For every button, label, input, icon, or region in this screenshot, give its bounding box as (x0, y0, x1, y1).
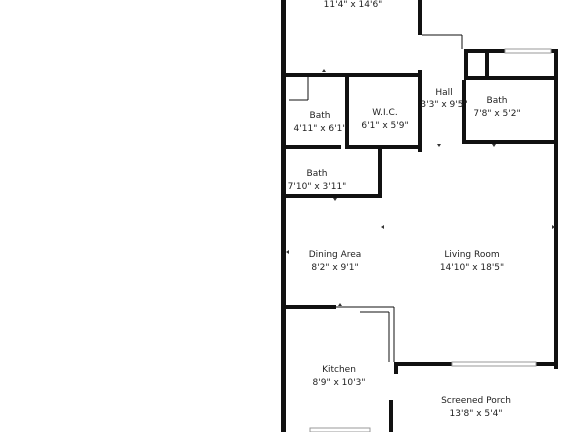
living-dims: 14'10" x 18'5" (440, 263, 504, 273)
living-name: Living Room (444, 250, 499, 260)
tick-8 (286, 250, 289, 254)
wall-bath-lower-bottom (286, 194, 382, 198)
porch-dims: 13'8" x 5'4" (450, 409, 503, 419)
kitchen-name: Kitchen (322, 365, 356, 375)
wall-bath-right-left (462, 80, 466, 144)
tick-2 (333, 198, 337, 201)
tick-3 (381, 225, 384, 229)
wall-bath-right-bottom (462, 140, 558, 144)
porch-name: Screened Porch (441, 396, 511, 406)
hall-dims: 3'3" x 9'5" (420, 100, 467, 110)
dining-dims: 8'2" x 9'1" (311, 263, 358, 273)
tick-5 (437, 144, 441, 147)
outer-wall-left (281, 0, 286, 432)
wall-kitchen-right-lower (389, 400, 393, 432)
tick-6 (338, 303, 342, 306)
wall-hall-left (418, 70, 422, 152)
window-porch (451, 361, 537, 367)
bath-lower-name: Bath (307, 169, 328, 179)
bath-left-name: Bath (310, 111, 331, 121)
wall-upper-right-inner (485, 49, 489, 79)
tick-1 (322, 69, 326, 72)
wall-top-room-right (418, 0, 422, 35)
tick-4 (492, 144, 496, 147)
dining-name: Dining Area (309, 250, 362, 260)
tick-7 (552, 225, 555, 229)
window-bottom (309, 427, 371, 432)
wall-porch-left (394, 362, 398, 374)
outer-wall-right (554, 49, 558, 369)
wall-bath-lower-right (378, 145, 382, 197)
bath-right-name: Bath (487, 96, 508, 106)
wic-dims: 6'1" x 5'9" (361, 121, 408, 131)
wall-upper-right-left (464, 49, 468, 79)
wall-bath-left-bottom (286, 145, 341, 149)
wic-name: W.I.C. (372, 108, 397, 118)
top-room-dims: 11'4" x 14'6" (324, 0, 383, 10)
wall-kitchen-top (286, 305, 336, 309)
bath-lower-dims: 7'10" x 3'11" (288, 182, 347, 192)
wall-wic-bottom (345, 145, 420, 149)
wall-wic-left (345, 73, 349, 149)
kitchen-dims: 8'9" x 10'3" (313, 378, 366, 388)
bath-right-dims: 7'8" x 5'2" (473, 109, 520, 119)
bath-left-dims: 4'11" x 6'1" (294, 124, 347, 134)
hall-name: Hall (435, 88, 452, 98)
wall-bath-right-top (464, 76, 558, 80)
window-upper-right (504, 48, 552, 54)
wall-top-room-bottom (286, 73, 421, 77)
